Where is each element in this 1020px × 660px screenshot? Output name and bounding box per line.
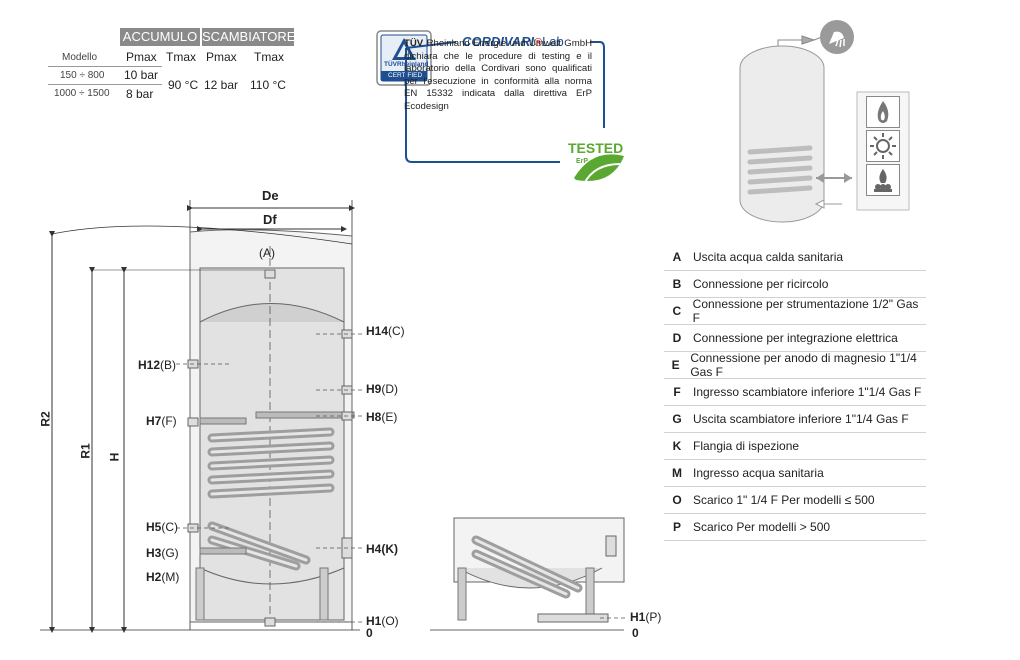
connections-legend: A Uscita acqua calda sanitaria B Connessio… <box>664 244 926 541</box>
label-h14: H14(C) <box>366 324 405 338</box>
tested-badge: TESTED ErP <box>562 126 634 190</box>
label-h9: H9(D) <box>366 382 399 396</box>
legend-desc: Flangia di ispezione <box>693 439 800 453</box>
row-pmax-1: 10 bar <box>124 68 159 82</box>
tank-technical-drawing <box>40 200 628 633</box>
legend-row-d: D Connessione per integrazione elettrica <box>664 325 926 352</box>
legend-key: M <box>672 466 682 480</box>
legend-desc: Ingresso acqua sanitaria <box>693 466 824 480</box>
col-tmax-acc: Tmax <box>166 50 196 64</box>
legend-desc: Connessione per integrazione elettrica <box>693 331 898 345</box>
certification-frame <box>400 36 610 166</box>
legend-desc: Ingresso scambiatore inferiore 1"1/4 Gas… <box>693 385 922 399</box>
tested-label: TESTED <box>568 140 624 156</box>
legend-row-b: B Connessione per ricircolo <box>664 271 926 298</box>
legend-key: D <box>672 331 682 345</box>
col-pmax-acc: Pmax <box>126 50 157 64</box>
label-r1: R1 <box>78 443 93 459</box>
label-h12: H12(B) <box>138 358 177 372</box>
legend-row-g: G Uscita scambiatore inferiore 1"1/4 Gas … <box>664 406 926 433</box>
col-tmax-sc: Tmax <box>254 50 284 64</box>
label-a: (A) <box>259 246 275 260</box>
legend-row-f: F Ingresso scambiatore inferiore 1"1/4 Ga… <box>664 379 926 406</box>
certification-text: TÜV Rheinland Energie und Umwelt GmbH di… <box>404 38 592 114</box>
flame-icon <box>866 96 900 128</box>
brand-name: CORDIVARI <box>462 34 534 49</box>
label-h5: H5(C) <box>146 520 179 534</box>
label-small-h1: H1(P) <box>630 610 662 624</box>
col-modello: Modello <box>62 52 98 63</box>
legend-desc: Connessione per anodo di magnesio 1"1/4 … <box>690 351 917 379</box>
legend-row-k: K Flangia di ispezione <box>664 433 926 460</box>
label-h7: H7(F) <box>146 414 177 428</box>
legend-key: G <box>672 412 682 426</box>
legend-desc: Scarico Per modelli > 500 <box>693 520 831 534</box>
row-modello-2: 1000 ÷ 1500 <box>54 88 110 99</box>
label-r2: R2 <box>38 411 53 427</box>
legend-key: P <box>672 520 681 534</box>
legend-key: O <box>672 493 682 507</box>
header-scambiatore: SCAMBIATORE <box>202 28 296 46</box>
brand-mark-icon: ® <box>533 37 543 49</box>
label-zero: 0 <box>366 626 373 640</box>
brand-cordivari: CORDIVARI®Lab <box>462 34 564 49</box>
tmax-scambiatore: 110 °C <box>250 78 286 92</box>
legend-row-o: O Scarico 1" 1/4 F Per modelli ≤ 500 <box>664 487 926 514</box>
label-df: Df <box>263 212 277 227</box>
legend-key: B <box>672 277 682 291</box>
legend-key: K <box>672 439 682 453</box>
boiler-flame-icon <box>866 164 900 196</box>
legend-row-c: C Connessione per strumentazione 1/2" Gas… <box>664 297 926 325</box>
row-pmax-2: 8 bar <box>126 87 154 101</box>
brand-suffix: Lab <box>542 34 564 49</box>
label-h2: H2(M) <box>146 570 180 584</box>
sun-icon <box>866 130 900 162</box>
tested-sub: ErP <box>576 158 589 165</box>
col-pmax-sc: Pmax <box>206 50 237 64</box>
legend-key: C <box>672 304 682 318</box>
label-h: H <box>107 452 122 462</box>
pmax-scambiatore: 12 bar <box>204 78 239 92</box>
cert-body: Rheinland Energie und Umwelt GmbH dichia… <box>404 38 593 112</box>
legend-key: F <box>673 385 681 399</box>
label-small-zero: 0 <box>632 626 639 640</box>
legend-row-p: P Scarico Per modelli > 500 <box>664 514 926 541</box>
legend-desc: Scarico 1" 1/4 F Per modelli ≤ 500 <box>693 493 875 507</box>
legend-row-m: M Ingresso acqua sanitaria <box>664 460 926 487</box>
label-de: De <box>262 188 279 203</box>
legend-desc: Uscita acqua calda sanitaria <box>693 250 844 264</box>
legend-desc: Uscita scambiatore inferiore 1"1/4 Gas F <box>693 412 909 426</box>
legend-desc: Connessione per strumentazione 1/2" Gas … <box>692 297 919 325</box>
legend-row-e: E Connessione per anodo di magnesio 1"1/4… <box>664 351 926 379</box>
label-h4: H4(K) <box>366 542 399 556</box>
tmax-accumulo: 90 °C <box>168 78 199 92</box>
legend-key: E <box>671 358 680 372</box>
row-modello-1: 150 ÷ 800 <box>60 70 105 81</box>
label-h1: H1(O) <box>366 614 399 628</box>
shower-icon <box>820 20 854 54</box>
legend-key: A <box>672 250 682 264</box>
header-accumulo: ACCUMULO <box>120 28 200 46</box>
legend-desc: Connessione per ricircolo <box>693 277 829 291</box>
legend-row-a: A Uscita acqua calda sanitaria <box>664 244 926 271</box>
label-h8: H8(E) <box>366 410 398 424</box>
label-h3: H3(G) <box>146 546 179 560</box>
cert-lead: TÜV <box>404 38 424 49</box>
